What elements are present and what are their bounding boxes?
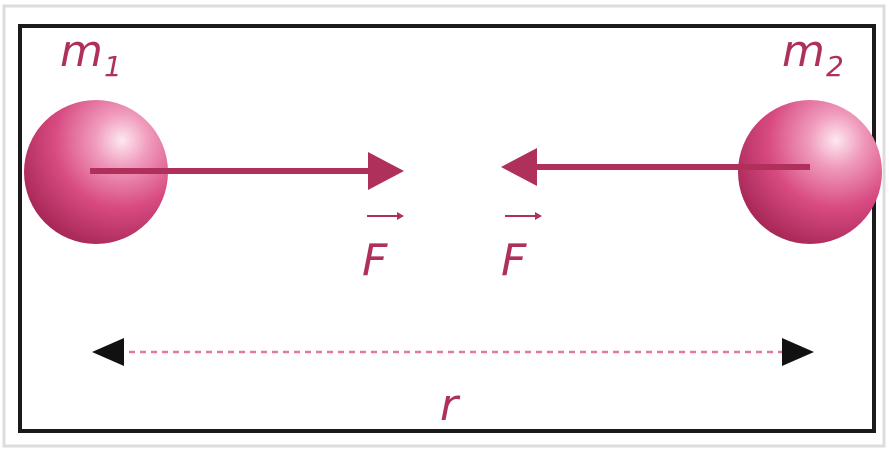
force-symbol-left: F — [362, 235, 388, 286]
force-label-left: F — [362, 212, 404, 286]
mass1-subscript: 1 — [104, 50, 122, 83]
mass1-label: m 1 — [60, 26, 122, 83]
force-label-right: F — [501, 212, 542, 286]
diagram-frame — [18, 24, 876, 433]
mass2-symbol: m — [782, 26, 825, 77]
outer-frame — [2, 4, 886, 448]
vector-arrow-icon — [367, 212, 404, 220]
force-arrow-right-icon — [90, 152, 404, 190]
mass1-symbol: m — [60, 26, 103, 77]
mass2-subscript: 2 — [826, 50, 844, 83]
force-arrow-left-icon — [501, 148, 810, 186]
vector-arrow-icon — [505, 212, 542, 220]
distance-label: r — [440, 380, 461, 431]
mass2-label: m 2 — [782, 26, 844, 83]
mass2-sphere-icon — [738, 100, 882, 244]
force-symbol-right: F — [501, 235, 527, 286]
distance-arrow-icon — [92, 338, 814, 366]
